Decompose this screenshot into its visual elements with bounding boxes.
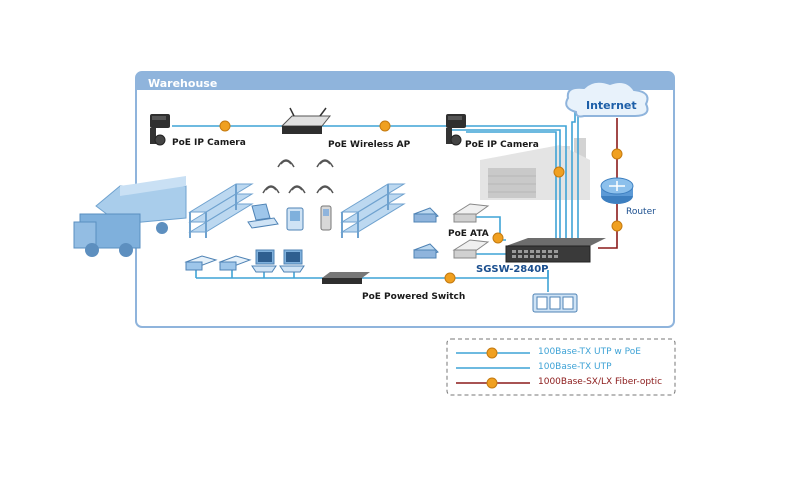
printer-left-icon bbox=[184, 255, 218, 271]
wifi-signal-icon bbox=[262, 159, 334, 194]
main-switch-icon bbox=[505, 238, 606, 263]
pc-left-icon bbox=[251, 249, 277, 273]
legend-label-fiber: 1000Base-SX/LX Fiber-optic bbox=[538, 377, 663, 387]
wireless-ap-label: PoE Wireless AP bbox=[328, 140, 411, 150]
poe-badges bbox=[219, 120, 623, 284]
ip-camera-left-label: PoE IP Camera bbox=[172, 138, 246, 148]
wall-outlet-icon bbox=[532, 293, 578, 313]
wireless-ap-icon bbox=[280, 107, 332, 134]
ip-camera-left-icon bbox=[150, 114, 170, 146]
internet-cloud-icon bbox=[565, 80, 649, 118]
poe-badge-cam-left bbox=[219, 120, 231, 132]
ip-camera-right-label: PoE IP Camera bbox=[465, 140, 539, 150]
ip-phone-top-icon bbox=[413, 207, 439, 223]
legend-label-poe: 100Base-TX UTP w PoE bbox=[538, 347, 641, 357]
poe-badge-ata bbox=[492, 232, 504, 244]
internet-label: Internet bbox=[586, 99, 637, 112]
legend-dot-poe bbox=[486, 347, 498, 359]
legend-label-utp: 100Base-TX UTP bbox=[538, 362, 612, 372]
printer-right-icon bbox=[218, 255, 252, 271]
panel-title: Warehouse bbox=[148, 77, 218, 90]
ata-box-top-icon bbox=[452, 203, 490, 223]
main-switch-label: SGSW-2840P bbox=[476, 264, 549, 275]
laptop-icon bbox=[247, 203, 279, 229]
router-icon bbox=[600, 177, 634, 204]
fiber-badge-upper bbox=[611, 148, 623, 160]
legend-dot-fiber bbox=[486, 377, 498, 389]
poe-badge-cam-right bbox=[553, 166, 565, 178]
shelving-left-icon bbox=[188, 183, 254, 238]
ip-phone-bottom-icon bbox=[413, 243, 439, 259]
pc-right-icon bbox=[279, 249, 305, 273]
powered-switch-label: PoE Powered Switch bbox=[362, 292, 466, 302]
ata-label: PoE ATA bbox=[448, 229, 489, 239]
truck-icon bbox=[73, 176, 187, 257]
router-label: Router bbox=[626, 207, 656, 217]
poe-badge-ap bbox=[379, 120, 391, 132]
legend bbox=[446, 338, 676, 396]
shelving-right-icon bbox=[340, 183, 406, 238]
handheld-icon bbox=[320, 205, 332, 231]
fiber-badge-lower bbox=[611, 220, 623, 232]
poe-powered-switch-icon bbox=[322, 272, 370, 284]
ip-camera-right-icon bbox=[446, 114, 466, 146]
poe-badge-powered-switch bbox=[444, 272, 456, 284]
tablet-icon bbox=[286, 207, 304, 231]
warehouse-panel-header bbox=[136, 72, 674, 90]
ata-box-bottom-icon bbox=[452, 239, 490, 259]
poe-cabling bbox=[172, 100, 579, 292]
